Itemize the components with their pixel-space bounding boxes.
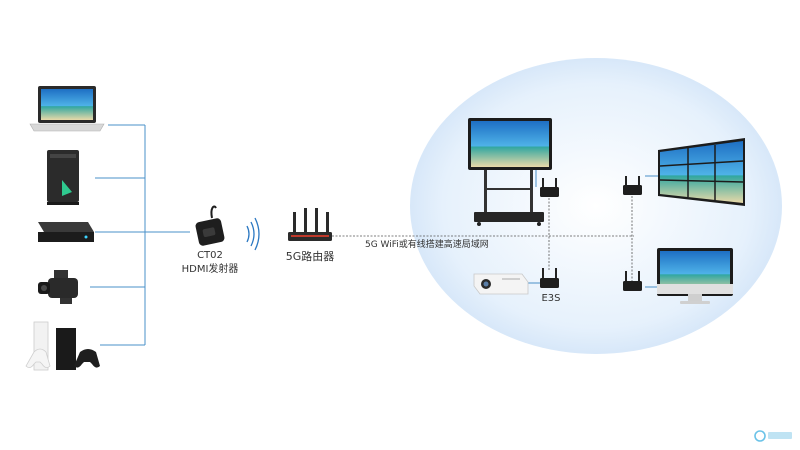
tv-on-stand-icon	[468, 118, 552, 226]
projector-icon	[473, 273, 529, 295]
source-bus-lines	[90, 124, 190, 346]
router-label: 5G路由器	[286, 249, 335, 263]
transmitter-name-label: HDMI发射器	[182, 262, 239, 275]
laptop-icon	[29, 86, 105, 132]
receiver-model-label: E3S	[541, 293, 560, 304]
transmitter-model-label: CT02	[197, 250, 223, 261]
game-console-icon	[25, 321, 100, 371]
receiver-icon	[540, 268, 559, 288]
set-top-box-icon	[38, 222, 94, 242]
lan-area-cloud	[410, 58, 782, 354]
desktop-monitor-icon	[657, 248, 733, 304]
wireless-signal-icon	[246, 217, 260, 251]
video-wall-icon	[658, 138, 745, 206]
router-icon	[288, 208, 332, 241]
hdmi-transmitter-icon	[195, 205, 225, 246]
network-lines	[332, 170, 660, 288]
receiver-icon	[623, 176, 642, 195]
desktop-tower-icon	[47, 150, 79, 205]
network-label: 5G WiFi或有线搭建高速局域网	[365, 238, 489, 250]
receiver-icon	[623, 271, 642, 291]
receiver-icon	[540, 178, 559, 197]
corner-logo-icon	[754, 430, 792, 442]
camcorder-icon	[38, 270, 78, 304]
